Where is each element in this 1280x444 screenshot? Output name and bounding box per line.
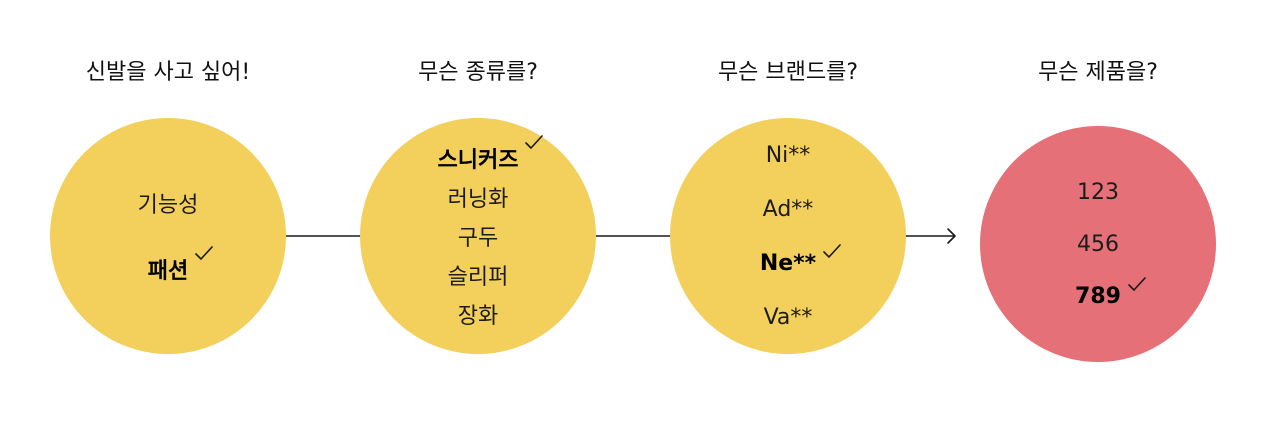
step-heading-2: 무슨 종류를? (418, 60, 538, 85)
checkmark-icon (1127, 276, 1147, 294)
step-circle-4: 123 456 789 (980, 126, 1216, 362)
option-item: 기능성 (138, 187, 199, 219)
option-item: 구두 (458, 220, 498, 252)
step-circle-3: Ni** Ad** Ne** Va** (670, 118, 906, 354)
option-selected: Ne** (759, 243, 841, 276)
option-item: 123 (1077, 180, 1119, 205)
option-label: 기능성 (137, 193, 199, 218)
option-selected: 스니커즈 (437, 135, 544, 174)
checkmark-icon (194, 245, 214, 263)
option-label: 123 (1077, 179, 1119, 205)
option-label: 456 (1077, 231, 1119, 257)
option-label: 패션 (147, 259, 189, 284)
option-label: Ni** (765, 142, 811, 168)
option-label: 슬리퍼 (447, 265, 509, 290)
option-selected: 패션 (147, 246, 214, 285)
option-label: Ad** (762, 196, 814, 222)
option-label: 장화 (457, 304, 499, 329)
option-item: Ni** (766, 143, 811, 168)
option-item: Ad** (763, 197, 814, 222)
step-heading-4: 무슨 제품을? (1038, 60, 1158, 85)
option-label: Va** (763, 304, 813, 330)
option-label: 구두 (457, 226, 499, 251)
option-selected: 789 (1075, 276, 1146, 309)
option-item: Va** (764, 305, 813, 330)
step-heading-3: 무슨 브랜드를? (717, 60, 859, 85)
option-label: 789 (1075, 283, 1121, 309)
checkmark-icon (822, 243, 842, 261)
option-item: 장화 (458, 298, 498, 330)
checkmark-icon (524, 134, 544, 152)
step-heading-1: 신발을 사고 싶어! (85, 60, 251, 85)
option-item: 456 (1077, 232, 1119, 257)
option-label: 러닝화 (447, 187, 509, 212)
option-item: 슬리퍼 (448, 259, 509, 291)
option-label: 스니커즈 (437, 148, 519, 173)
option-item: 러닝화 (448, 181, 509, 213)
arrow-right-icon (947, 228, 956, 244)
option-label: Ne** (759, 250, 817, 276)
